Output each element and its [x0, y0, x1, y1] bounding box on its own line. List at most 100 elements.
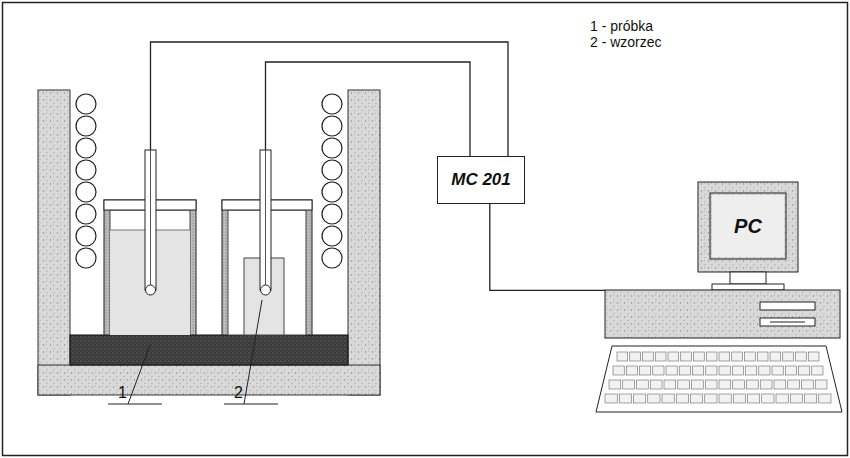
key: [799, 366, 810, 375]
key: [643, 352, 654, 361]
thermocouple: [260, 150, 271, 295]
signal-wire: [151, 42, 509, 156]
key: [637, 380, 649, 389]
key: [634, 394, 646, 403]
key: [619, 394, 631, 403]
key: [796, 352, 807, 361]
key: [805, 394, 817, 403]
key: [772, 366, 783, 375]
key: [648, 394, 660, 403]
coil-turn: [322, 138, 342, 158]
legend-text: 2 - wzorzec: [590, 34, 662, 50]
key: [681, 352, 692, 361]
computer: [596, 182, 842, 412]
key: [693, 366, 704, 375]
key: [705, 394, 717, 403]
key: [719, 380, 731, 389]
coil-turn: [76, 248, 96, 268]
key: [613, 366, 624, 375]
coil-turn: [76, 226, 96, 246]
key: [785, 366, 796, 375]
coil-turn: [322, 160, 342, 180]
coil-turn: [322, 116, 342, 136]
thermocouple: [145, 150, 156, 295]
key: [762, 394, 774, 403]
key: [617, 352, 628, 361]
key: [748, 394, 760, 403]
key: [783, 352, 794, 361]
key: [630, 352, 641, 361]
coil-turn: [76, 204, 96, 224]
key: [676, 394, 688, 403]
base-plate: [70, 335, 348, 365]
key: [770, 352, 781, 361]
key: [668, 352, 679, 361]
computer-node: PC: [605, 182, 840, 338]
key: [609, 380, 621, 389]
key: [812, 366, 823, 375]
device-label: MC 201: [451, 170, 511, 190]
key: [664, 380, 676, 389]
callout-underline: [108, 404, 162, 405]
key: [666, 366, 677, 375]
key: [790, 394, 802, 403]
key: [662, 394, 674, 403]
key: [757, 352, 768, 361]
frame: [3, 3, 848, 456]
key: [759, 366, 770, 375]
key: [808, 352, 819, 361]
key: [719, 394, 731, 403]
coil-turn: [76, 116, 96, 136]
leader-line: [244, 300, 262, 404]
key: [692, 380, 704, 389]
key: [655, 352, 666, 361]
key: [733, 380, 745, 389]
key: [788, 380, 800, 389]
key: [650, 380, 662, 389]
key: [745, 352, 756, 361]
key: [719, 366, 730, 375]
callout-number: 2: [234, 384, 243, 402]
key: [747, 380, 759, 389]
callout-number: 1: [118, 384, 127, 402]
key: [776, 394, 788, 403]
coil-turn: [76, 160, 96, 180]
key: [802, 380, 814, 389]
callout-underline: [224, 404, 278, 405]
legend-text: 1 - próbka: [590, 18, 653, 34]
leader-line: [128, 345, 150, 404]
key: [815, 380, 827, 389]
key: [691, 394, 703, 403]
key: [653, 366, 664, 375]
key: [774, 380, 786, 389]
key: [760, 380, 772, 389]
key: [732, 352, 743, 361]
key: [819, 394, 831, 403]
key: [640, 366, 651, 375]
key: [719, 352, 730, 361]
key: [705, 380, 717, 389]
coil-turn: [322, 182, 342, 202]
key: [706, 352, 717, 361]
key: [678, 380, 690, 389]
furnace-wall: [348, 90, 380, 395]
key: [706, 366, 717, 375]
key: [732, 366, 743, 375]
signal-wire: [266, 62, 471, 156]
coil-turn: [76, 94, 96, 114]
furnace-wall: [38, 90, 70, 395]
key: [694, 352, 705, 361]
furnace-floor: [38, 365, 380, 395]
key: [679, 366, 690, 375]
key: [626, 366, 637, 375]
screen-label: PC: [734, 215, 762, 238]
coil-turn: [322, 204, 342, 224]
key: [623, 380, 635, 389]
meter-box: MC 201: [437, 156, 525, 204]
coil-turn: [322, 94, 342, 114]
coil-turn: [76, 182, 96, 202]
key: [605, 394, 617, 403]
data-cable: [490, 204, 605, 290]
